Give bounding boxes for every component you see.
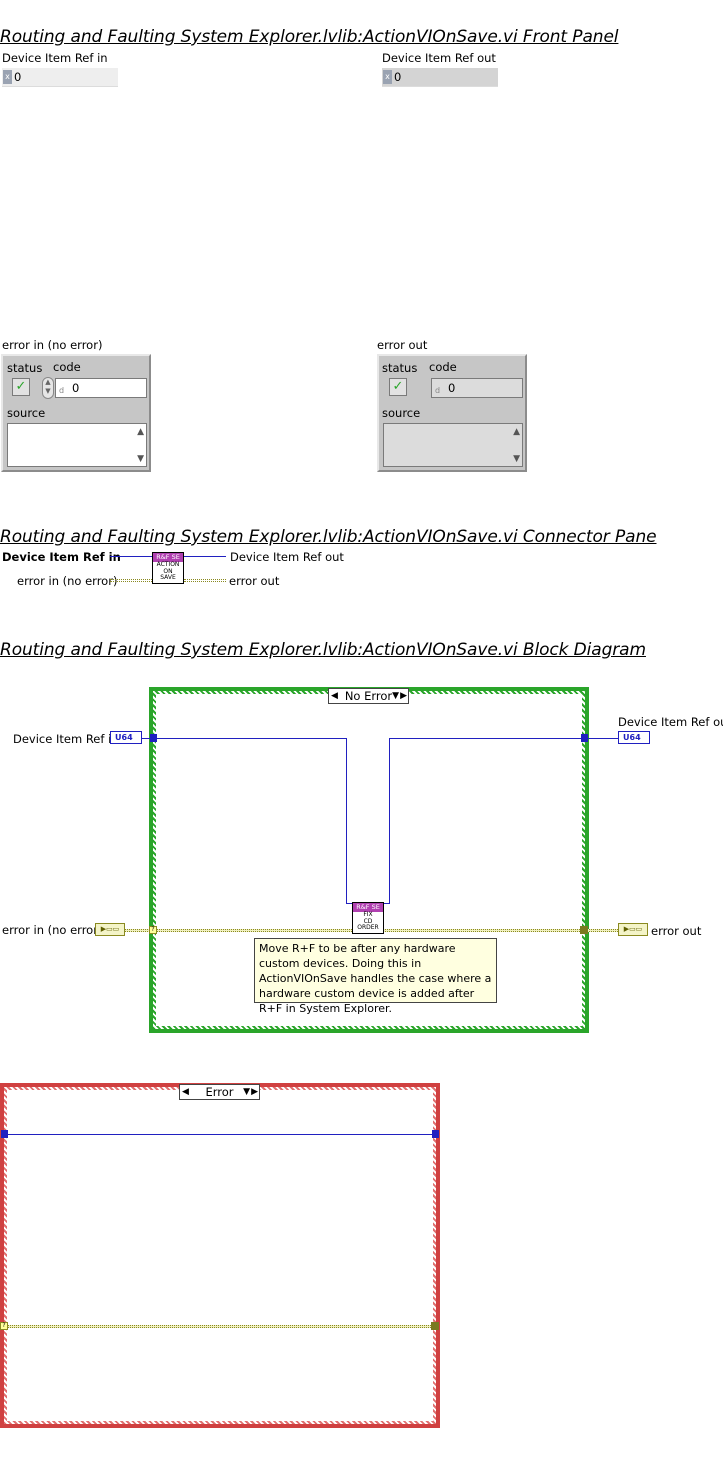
- device-ref-in-value: 0: [14, 70, 22, 84]
- bd-error-out-label: error out: [651, 924, 702, 938]
- connector-pane-title: Routing and Faulting System Explorer.lvl…: [0, 527, 657, 547]
- source-label: source: [7, 406, 46, 420]
- code-label: code: [429, 360, 457, 374]
- error-in-cluster: status code ✓ ▲▼ d 0 source ▲ ▼: [1, 354, 151, 472]
- ref-wire: [346, 738, 347, 904]
- error-out-cluster: status code ✓ d 0 source ▲ ▼: [377, 354, 527, 472]
- diagram-comment: Move R+F to be after any hardware custom…: [254, 938, 497, 1015]
- device-ref-out-indicator: x 0: [382, 68, 498, 87]
- dropdown-arrow-icon[interactable]: ▼: [243, 1087, 250, 1097]
- decrement-arrow-icon[interactable]: ◀: [331, 691, 338, 701]
- error-output-tunnel: [431, 1322, 439, 1330]
- error-input-tunnel: ?: [149, 926, 157, 934]
- case-structure-error[interactable]: [0, 1083, 440, 1428]
- error-output-tunnel: [580, 926, 588, 934]
- device-ref-out-terminal[interactable]: U64: [618, 731, 650, 744]
- error-in-code-value: 0: [72, 381, 80, 395]
- error-out-code-field: d 0: [431, 378, 523, 398]
- error-wire: [5, 1325, 435, 1328]
- error-out-code-value: 0: [448, 381, 456, 395]
- action-on-save-subvi-icon: R&F SE ACTION ON SAVE: [152, 552, 184, 584]
- bd-device-ref-in-label: Device Item Ref in: [13, 732, 119, 746]
- ref-output-tunnel: [432, 1130, 439, 1138]
- source-label: source: [382, 406, 421, 420]
- cp-ref-in-wire: [110, 556, 152, 557]
- i32-icon: d: [59, 386, 65, 395]
- bd-device-ref-out-label: Device Item Ref out: [618, 715, 723, 729]
- refnum-icon: x: [3, 70, 12, 84]
- scroll-down-icon[interactable]: ▼: [137, 454, 144, 464]
- case-selector-error[interactable]: ◀ Error ▼ ▶: [179, 1084, 260, 1100]
- code-spinner[interactable]: ▲▼: [42, 377, 54, 399]
- error-in-terminal[interactable]: ▶▭▭: [95, 923, 125, 936]
- increment-arrow-icon[interactable]: ▶: [251, 1087, 258, 1097]
- i32-icon: d: [435, 386, 441, 395]
- ref-wire: [346, 903, 353, 904]
- ref-output-tunnel: [581, 734, 588, 742]
- cp-error-out-wire: [184, 579, 226, 582]
- error-in-code-field[interactable]: d 0: [55, 378, 147, 398]
- device-ref-in-control[interactable]: x 0: [2, 68, 118, 87]
- device-ref-out-label: Device Item Ref out: [382, 51, 496, 65]
- status-checkmark-icon[interactable]: ✓: [12, 378, 30, 396]
- block-diagram-title: Routing and Faulting System Explorer.lvl…: [0, 640, 646, 660]
- cp-error-out-label: error out: [229, 574, 280, 588]
- ref-wire: [389, 738, 390, 904]
- scroll-up-icon[interactable]: ▲: [513, 427, 520, 437]
- fix-cd-order-subvi-icon[interactable]: R&F SE FIX CD ORDER: [352, 902, 384, 934]
- increment-arrow-icon[interactable]: ▶: [400, 691, 407, 701]
- ref-wire: [389, 738, 619, 739]
- cp-error-in-label: error in (no error): [17, 574, 118, 588]
- status-label: status: [382, 361, 418, 375]
- device-ref-in-terminal[interactable]: U64: [110, 731, 142, 744]
- cp-device-ref-out-label: Device Item Ref out: [230, 550, 344, 564]
- cp-ref-out-wire: [184, 556, 226, 557]
- error-in-source-field[interactable]: ▲ ▼: [7, 423, 147, 467]
- error-input-tunnel: ?: [0, 1322, 8, 1330]
- front-panel-title: Routing and Faulting System Explorer.lvl…: [0, 27, 619, 47]
- ref-wire: [142, 738, 347, 739]
- case-selector-no-error[interactable]: ◀ No Error ▼ ▶: [328, 688, 409, 704]
- scroll-down-icon[interactable]: ▼: [513, 454, 520, 464]
- error-out-label: error out: [377, 338, 428, 352]
- scroll-up-icon[interactable]: ▲: [137, 427, 144, 437]
- decrement-arrow-icon[interactable]: ◀: [182, 1087, 189, 1097]
- device-ref-in-label: Device Item Ref in: [2, 51, 108, 65]
- cp-error-in-wire: [110, 579, 152, 582]
- error-out-terminal[interactable]: ▶▭▭: [618, 923, 648, 936]
- error-in-label: error in (no error): [2, 338, 103, 352]
- code-label: code: [53, 360, 81, 374]
- ref-input-tunnel: [150, 734, 157, 742]
- error-out-source-field: ▲ ▼: [383, 423, 523, 467]
- dropdown-arrow-icon[interactable]: ▼: [392, 691, 399, 701]
- status-label: status: [7, 361, 43, 375]
- ref-wire: [383, 903, 390, 904]
- ref-wire: [5, 1134, 435, 1135]
- ref-input-tunnel: [1, 1130, 8, 1138]
- device-ref-out-value: 0: [394, 70, 402, 84]
- refnum-icon: x: [383, 70, 392, 84]
- cp-device-ref-in-label: Device Item Ref in: [2, 550, 121, 564]
- status-checkmark-icon: ✓: [389, 378, 407, 396]
- bd-error-in-label: error in (no error): [2, 923, 103, 937]
